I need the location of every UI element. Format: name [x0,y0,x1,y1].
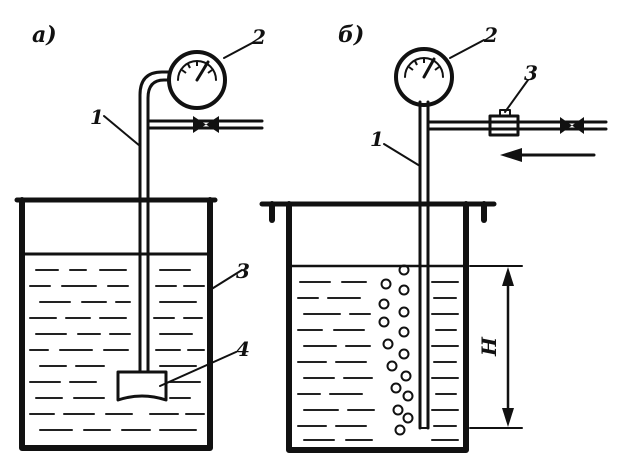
panel-a-label-vessel: 3 [236,259,250,283]
panel-b-liquid [297,281,459,441]
panel-a: а) [14,22,266,451]
panel-a-label: а) [32,22,57,48]
gauge-needle [195,60,210,82]
panel-b-bubbles [378,264,414,436]
panel-a-label-tube: 1 [90,105,104,129]
panel-a-liquid [29,269,205,431]
panel-b-label-tube: 1 [370,127,384,151]
panel-a-label-gauge: 2 [251,25,266,49]
panel-b-label: б) [338,22,364,48]
panel-b-gauge [394,47,454,107]
panel-a-label-bell: 4 [236,337,250,361]
panel-b-label-gauge: 2 [483,23,498,47]
gauge-needle [422,57,436,79]
panel-b-leaders [383,39,529,167]
panel-b-valve [560,117,584,134]
vessel-walls [286,201,469,453]
panel-b: б) [259,22,608,453]
panel-b-vessel [259,201,497,453]
height-dimension [469,265,523,429]
panel-b-label-flow-meter: 3 [524,61,538,85]
panel-a-bell [116,370,168,402]
panel-a-gauge [167,50,227,110]
panel-a-leaders [103,41,255,387]
flow-direction-arrow [500,148,596,162]
panel-b-label-height: H [477,336,501,357]
panel-a-tube [138,70,264,374]
panel-a-vessel [14,197,218,451]
panel-b-flow-meter [488,109,520,137]
panel-a-valve [193,116,219,133]
vessel-walls [19,197,213,451]
